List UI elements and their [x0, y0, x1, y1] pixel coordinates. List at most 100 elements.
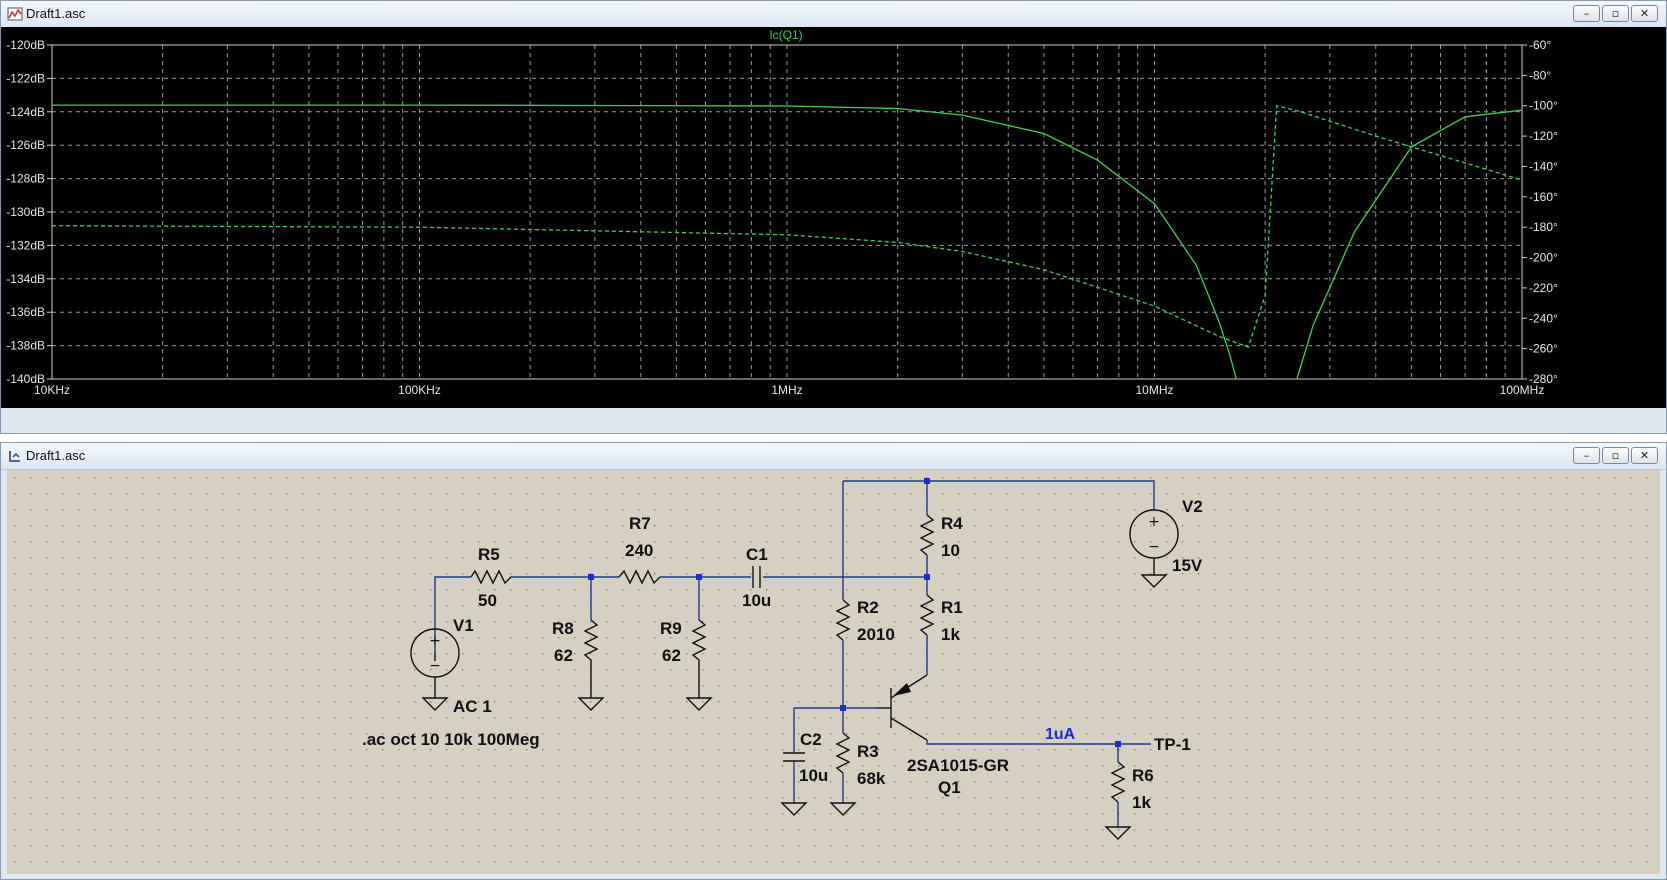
schematic-grid: [7, 470, 1660, 874]
left-axis-tick-label: -140dB: [6, 372, 45, 386]
left-axis-tick-label: -128dB: [6, 172, 45, 186]
schematic-canvas[interactable]: + − + − R5 50 R7 240 C1 10u: [7, 470, 1660, 874]
x-axis-tick-label: 1MHz: [771, 383, 802, 397]
C1-value-label[interactable]: 10u: [742, 591, 771, 610]
right-axis-tick-label: -160°: [1529, 190, 1558, 204]
R4-name-label[interactable]: R4: [941, 514, 963, 533]
ground-icon[interactable]: [577, 697, 605, 711]
x-axis-tick-label: 10MHz: [1135, 383, 1173, 397]
ground-symbols: [421, 574, 1168, 840]
resistor-R8[interactable]: [583, 619, 599, 698]
resistor-R4[interactable]: [919, 514, 935, 556]
plot-background: [1, 27, 1666, 408]
x-axis-tick-label: 10KHz: [34, 383, 70, 397]
R5-value-label[interactable]: 50: [478, 591, 497, 610]
R8-name-label[interactable]: R8: [552, 619, 574, 638]
capacitor-C1[interactable]: [752, 566, 761, 588]
left-axis-tick-label: -136dB: [6, 305, 45, 319]
waveform-window[interactable]: Draft1.asc –▫✕ -120dB-122dB-124dB-126dB-…: [0, 0, 1667, 434]
resistor-R6[interactable]: [1110, 761, 1126, 803]
svg-text:+: +: [429, 633, 441, 649]
left-axis-tick-label: -134dB: [6, 272, 45, 286]
trace-name-label[interactable]: Ic(Q1): [769, 28, 802, 42]
resistor-R1[interactable]: [919, 594, 935, 636]
magnitude-trace[interactable]: [1296, 109, 1523, 380]
junction-dot: [840, 705, 846, 711]
resistor-R5[interactable]: [470, 569, 512, 585]
ground-icon[interactable]: [829, 802, 857, 816]
R9-value-label[interactable]: 62: [662, 646, 681, 665]
transistor-Q1[interactable]: [876, 674, 928, 741]
right-axis-tick-label: -60°: [1529, 38, 1551, 52]
current-probe-label[interactable]: 1uA: [1045, 726, 1076, 743]
left-axis-tick-label: -124dB: [6, 105, 45, 119]
R5-name-label[interactable]: R5: [478, 545, 500, 564]
R8-value-label[interactable]: 62: [554, 646, 573, 665]
restore-button[interactable]: ▫: [1602, 5, 1629, 22]
minimize-button[interactable]: –: [1573, 5, 1600, 22]
junction-dot: [924, 478, 930, 484]
left-axis-tick-label: -132dB: [6, 238, 45, 252]
schematic-window[interactable]: Draft1.asc –▫✕: [0, 442, 1667, 880]
R3-name-label[interactable]: R3: [857, 742, 879, 761]
resistor-R3[interactable]: [835, 732, 851, 774]
ground-icon[interactable]: [1104, 826, 1132, 840]
ground-icon[interactable]: [780, 802, 808, 816]
R7-name-label[interactable]: R7: [629, 514, 651, 533]
right-axis-tick-label: -80°: [1529, 68, 1551, 82]
spice-directive[interactable]: .ac oct 10 10k 100Meg: [362, 730, 540, 749]
R4-value-label[interactable]: 10: [941, 541, 960, 560]
close-button[interactable]: ✕: [1631, 5, 1658, 22]
wire[interactable]: [926, 740, 1151, 745]
resistor-R2[interactable]: [835, 599, 851, 641]
net-label-tp1[interactable]: TP-1: [1154, 735, 1191, 754]
voltage-source-V2[interactable]: + −: [1129, 509, 1179, 575]
C2-value-label[interactable]: 10u: [799, 766, 828, 785]
R2-name-label[interactable]: R2: [857, 598, 879, 617]
phase-trace[interactable]: [51, 104, 1523, 348]
wire[interactable]: [843, 480, 1155, 510]
right-axis-tick-label: -200°: [1529, 251, 1558, 265]
Q1-name-label[interactable]: Q1: [938, 778, 961, 797]
left-axis-tick-label: -126dB: [6, 138, 45, 152]
ground-icon[interactable]: [1140, 574, 1168, 588]
waveform-plot[interactable]: -120dB-122dB-124dB-126dB-128dB-130dB-132…: [1, 27, 1666, 408]
minimize-button[interactable]: –: [1573, 447, 1600, 464]
R2-value-label[interactable]: 2010: [857, 625, 895, 644]
schematic-app-icon: [9, 451, 20, 462]
magnitude-trace[interactable]: [52, 104, 1237, 380]
waveform-titlebar[interactable]: Draft1.asc –▫✕: [1, 1, 1666, 28]
R6-name-label[interactable]: R6: [1132, 766, 1154, 785]
capacitor-C2[interactable]: [783, 752, 805, 762]
wire[interactable]: [434, 576, 471, 653]
svg-text:−: −: [1148, 539, 1160, 555]
V1-name-label[interactable]: V1: [453, 616, 474, 635]
resistor-R9[interactable]: [691, 619, 707, 698]
right-axis-tick-label: -280°: [1529, 372, 1558, 386]
junction-dot: [588, 574, 594, 580]
C2-name-label[interactable]: C2: [800, 730, 822, 749]
R7-value-label[interactable]: 240: [625, 541, 653, 560]
ground-icon[interactable]: [421, 697, 449, 711]
resistor-R7[interactable]: [618, 569, 661, 585]
svg-text:−: −: [429, 658, 441, 674]
ground-icon[interactable]: [685, 697, 713, 711]
right-axis-tick-label: -120°: [1529, 129, 1558, 143]
left-axis-tick-label: -130dB: [6, 205, 45, 219]
R1-name-label[interactable]: R1: [941, 598, 963, 617]
R1-value-label[interactable]: 1k: [941, 625, 960, 644]
schematic-titlebar[interactable]: Draft1.asc –▫✕: [1, 443, 1666, 470]
V1-value-label[interactable]: AC 1: [453, 697, 492, 716]
voltage-source-V1[interactable]: + −: [410, 628, 460, 698]
V2-name-label[interactable]: V2: [1182, 497, 1203, 516]
R9-name-label[interactable]: R9: [660, 619, 682, 638]
x-axis-tick-label: 100KHz: [398, 383, 441, 397]
plot-axes: -120dB-122dB-124dB-126dB-128dB-130dB-132…: [6, 38, 1558, 397]
restore-button[interactable]: ▫: [1602, 447, 1629, 464]
Q1-model-label[interactable]: 2SA1015-GR: [907, 756, 1009, 775]
close-button[interactable]: ✕: [1631, 447, 1658, 464]
V2-value-label[interactable]: 15V: [1172, 556, 1203, 575]
R6-value-label[interactable]: 1k: [1132, 793, 1151, 812]
C1-name-label[interactable]: C1: [746, 545, 768, 564]
R3-value-label[interactable]: 68k: [857, 769, 886, 788]
